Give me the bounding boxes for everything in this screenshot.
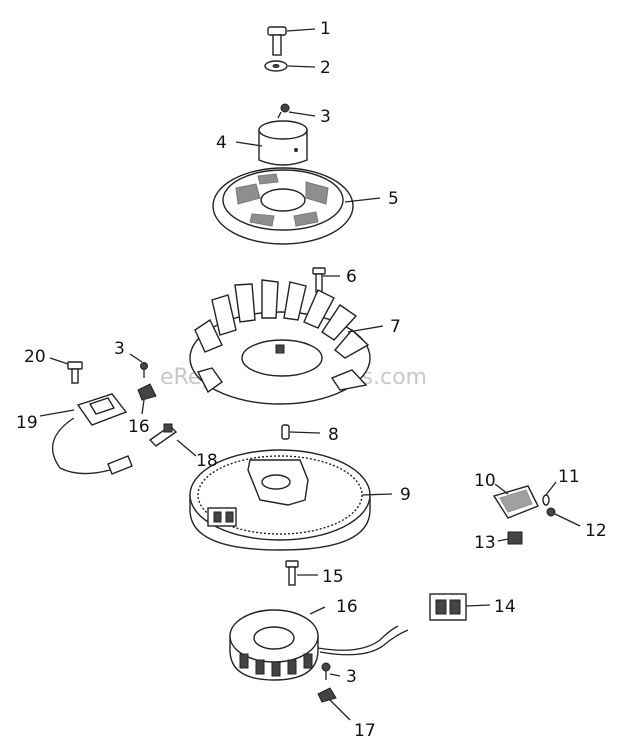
part-bolt-coil <box>67 361 83 384</box>
callout-labels: 1 2 3 4 5 6 7 3 20 19 16 18 8 9 10 11 12… <box>16 19 607 741</box>
part-spark-plug <box>148 423 178 447</box>
part-lock-washer <box>542 494 550 506</box>
part-screw-bottom <box>321 662 331 680</box>
part-connector <box>429 593 467 621</box>
callout-19: 19 <box>16 413 38 433</box>
part-bolt-top <box>267 26 287 56</box>
callout-8: 8 <box>328 425 339 445</box>
part-bolt-fan <box>312 267 326 293</box>
part-cup <box>258 120 308 166</box>
callout-3-left: 3 <box>114 339 125 359</box>
part-screw-module <box>546 507 556 517</box>
part-key <box>281 424 290 440</box>
callout-16-left: 16 <box>128 417 150 437</box>
callout-10: 10 <box>474 471 496 491</box>
part-fan <box>189 279 371 405</box>
callout-12: 12 <box>585 521 607 541</box>
callout-16-stator: 16 <box>336 597 358 617</box>
callout-13: 13 <box>474 533 496 553</box>
leader-lines <box>39 28 581 721</box>
part-washer <box>264 60 288 72</box>
callout-2: 2 <box>320 58 331 78</box>
part-screw-left <box>140 362 148 378</box>
callout-15: 15 <box>322 567 344 587</box>
part-small-block <box>507 531 523 545</box>
callout-14: 14 <box>494 597 516 617</box>
part-clip-left <box>137 383 157 401</box>
callout-5: 5 <box>388 189 399 209</box>
callout-7: 7 <box>390 317 401 337</box>
callout-3: 3 <box>320 107 331 127</box>
callout-17: 17 <box>354 721 376 741</box>
callout-11: 11 <box>558 467 580 487</box>
part-stator <box>229 609 409 681</box>
part-module <box>492 485 539 519</box>
callout-9: 9 <box>400 485 411 505</box>
part-screw-top <box>277 103 290 119</box>
callout-18: 18 <box>196 451 218 471</box>
part-bolt-stator <box>285 560 299 586</box>
callout-3-bottom: 3 <box>346 667 357 687</box>
callout-1: 1 <box>320 19 331 39</box>
part-ignition-coil <box>52 393 133 475</box>
part-clip-bottom <box>317 687 337 703</box>
callout-4: 4 <box>216 133 227 153</box>
callout-6: 6 <box>346 267 357 287</box>
callout-20: 20 <box>24 347 46 367</box>
part-screen <box>212 167 354 245</box>
